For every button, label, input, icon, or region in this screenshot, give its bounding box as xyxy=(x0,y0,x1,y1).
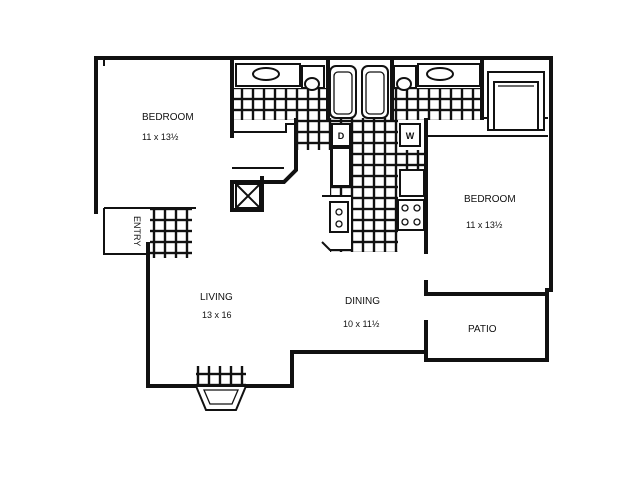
utility-closet xyxy=(235,183,261,209)
kitchen-sink xyxy=(329,201,349,233)
bedroom-left-dims: 11 x 13½ xyxy=(142,132,179,142)
fireplace xyxy=(194,385,248,411)
room-labels: Bedroom 11 x 13½ Bedroom 11 x 13½ Living… xyxy=(132,112,516,335)
sink-left xyxy=(252,67,280,81)
tile-kitchen-side xyxy=(398,150,424,172)
tub-left xyxy=(329,65,357,119)
range xyxy=(397,199,425,231)
washer-label: W xyxy=(406,131,415,141)
tub-right xyxy=(361,65,389,119)
tile-hall-left xyxy=(296,120,330,150)
exterior-walls xyxy=(94,56,553,388)
tile-bath-left xyxy=(232,88,330,120)
patio-name: Patio xyxy=(468,324,497,335)
dining-dims: 10 x 11½ xyxy=(343,319,380,329)
sink-right xyxy=(426,67,454,81)
tile-floors xyxy=(150,88,482,386)
toilet-bowl-right xyxy=(396,77,412,91)
kitchen: D W xyxy=(321,123,425,251)
dishwasher xyxy=(331,123,351,147)
tile-bath-right xyxy=(390,88,482,120)
dishwasher-label: D xyxy=(338,131,345,141)
bedroom-right-dims: 11 x 13½ xyxy=(466,220,503,230)
tile-hearth xyxy=(196,366,246,386)
counter-left-upper xyxy=(331,147,351,187)
tile-entry xyxy=(150,208,192,258)
bedroom-left-name: Bedroom xyxy=(142,112,194,123)
living-dims: 13 x 16 xyxy=(202,310,232,320)
refrigerator xyxy=(399,169,425,197)
bedroom-right-name: Bedroom xyxy=(464,194,516,205)
dining-name: Dining xyxy=(345,296,380,307)
washer xyxy=(399,123,421,147)
bathroom-fixtures xyxy=(235,63,481,119)
entry-name: Entry xyxy=(132,216,142,246)
toilet-bowl-left xyxy=(304,77,320,91)
living-name: Living xyxy=(200,292,233,303)
closet-right xyxy=(487,71,545,131)
